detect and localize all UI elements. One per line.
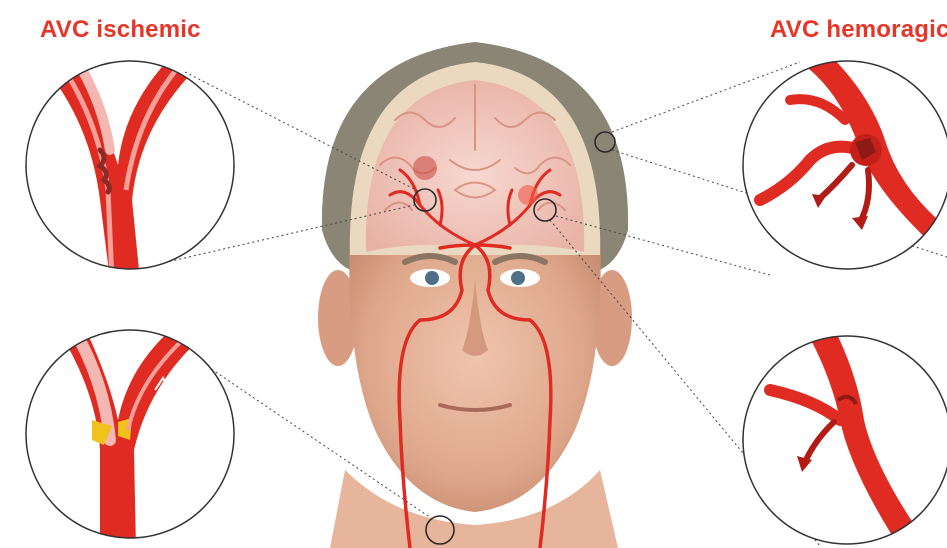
head bbox=[318, 42, 632, 548]
hemorrhagic-aneurysm-inset bbox=[743, 55, 947, 269]
left-iris bbox=[425, 271, 439, 285]
right-iris bbox=[511, 271, 525, 285]
ischemic-lesion bbox=[413, 156, 437, 180]
hemorrhagic-lesion bbox=[518, 185, 538, 205]
face bbox=[349, 230, 600, 512]
hemorrhagic-rupture-inset bbox=[743, 332, 947, 548]
ischemic-clot-inset bbox=[26, 48, 234, 280]
ischemic-plaque-inset bbox=[26, 318, 234, 548]
